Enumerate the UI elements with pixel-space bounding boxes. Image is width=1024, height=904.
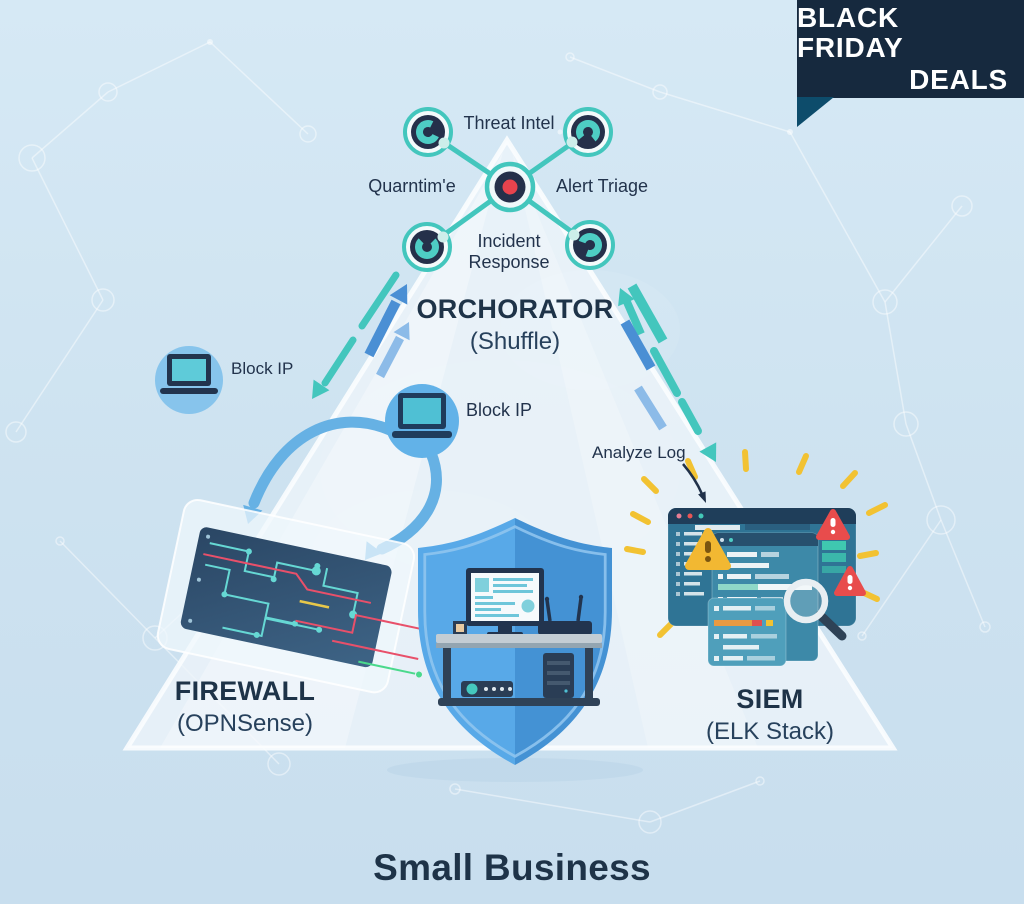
firewall-title-text: FIREWALL (174, 676, 316, 706)
shield-shadow (387, 758, 643, 782)
analyze-log-arrow (682, 463, 706, 503)
siem-lower-panel (707, 597, 787, 667)
lightblue-up-arrow-icon (376, 335, 404, 379)
firewall-panel-icon (156, 498, 434, 694)
warning-red-icon-2 (834, 566, 866, 596)
orchestrator-title-text: ORCHORATOR (416, 294, 614, 324)
hub-satellite-bottomleft-icon (402, 222, 452, 272)
block-ip-label-center: Block IP (466, 400, 533, 420)
warning-yellow-icon (685, 528, 731, 570)
siem-title: SIEM (ELK Stack) (670, 684, 870, 746)
analyze-log-label: Analyze Log (592, 443, 686, 462)
warning-red-icon-1 (816, 509, 850, 540)
teal-bar (627, 283, 668, 344)
siem-window-icon (667, 507, 866, 667)
firewall-title: FIREWALL (OPNSense) (145, 676, 345, 738)
siem-orchestrator-arrows (618, 283, 717, 462)
blue-bar (620, 319, 656, 371)
firewall-orchestrator-arrows (312, 271, 410, 399)
blue-up-arrowhead (389, 284, 408, 305)
orchestrator-subtitle-text: (Shuffle) (469, 327, 561, 355)
block-ip-label-left: Block IP (231, 359, 294, 378)
photo-frame-icon (453, 621, 467, 636)
firewall-subtitle-text: (OPNSense) (176, 709, 314, 737)
teal-down-arrowhead (312, 379, 330, 399)
orange-progress-bar (714, 620, 758, 626)
teal-up-arrow-icon (623, 300, 645, 336)
lightblue-bar (634, 385, 667, 431)
hub-center-icon (484, 161, 536, 213)
hub-label-alert-triage: Alert Triage (555, 176, 649, 196)
monitor-icon (466, 568, 544, 636)
router-icon (538, 594, 592, 635)
banner-line1: BLACK FRIDAY (797, 2, 904, 63)
teal-down-arrow-icon (321, 271, 400, 387)
workstation-icon (436, 568, 602, 706)
black-friday-banner: BLACK FRIDAY DEALS (797, 0, 1024, 98)
pc-tower-icon (543, 653, 574, 698)
circuit-board-icon (180, 527, 392, 668)
hub-label-quarantine: Quarntim'e (368, 176, 456, 196)
block-arc-left (248, 416, 396, 509)
laptop-node-left-icon (155, 346, 223, 414)
hub-label-incident-response: Incident Response (468, 231, 550, 273)
hub-label-threat-intel: Threat Intel (463, 113, 555, 133)
siem-title-text: SIEM (736, 684, 804, 714)
footer-title: Small Business (373, 847, 651, 888)
orchestrator-hub-icon (402, 107, 615, 272)
device-box-icon (461, 681, 513, 697)
magnifier-icon (783, 578, 847, 641)
teal-dashed-down-arrow-icon (650, 347, 702, 435)
laptop-node-center-icon (385, 384, 459, 458)
teal-down-arrowhead-right (699, 442, 717, 462)
blue-up-arrow-icon (364, 299, 401, 358)
lightblue-up-arrowhead (393, 322, 410, 341)
teal-up-arrowhead (618, 288, 635, 307)
hub-satellite-topright-icon (563, 107, 613, 157)
banner-line2: DEALS (909, 64, 1008, 96)
desk-icon (436, 634, 602, 706)
hub-satellite-bottomright-icon (565, 220, 615, 270)
orchestrator-title: ORCHORATOR (Shuffle) (365, 294, 665, 356)
hub-satellite-topleft-icon (403, 107, 453, 157)
siem-subtitle-text: (ELK Stack) (705, 717, 835, 745)
banner-fold (797, 97, 834, 127)
